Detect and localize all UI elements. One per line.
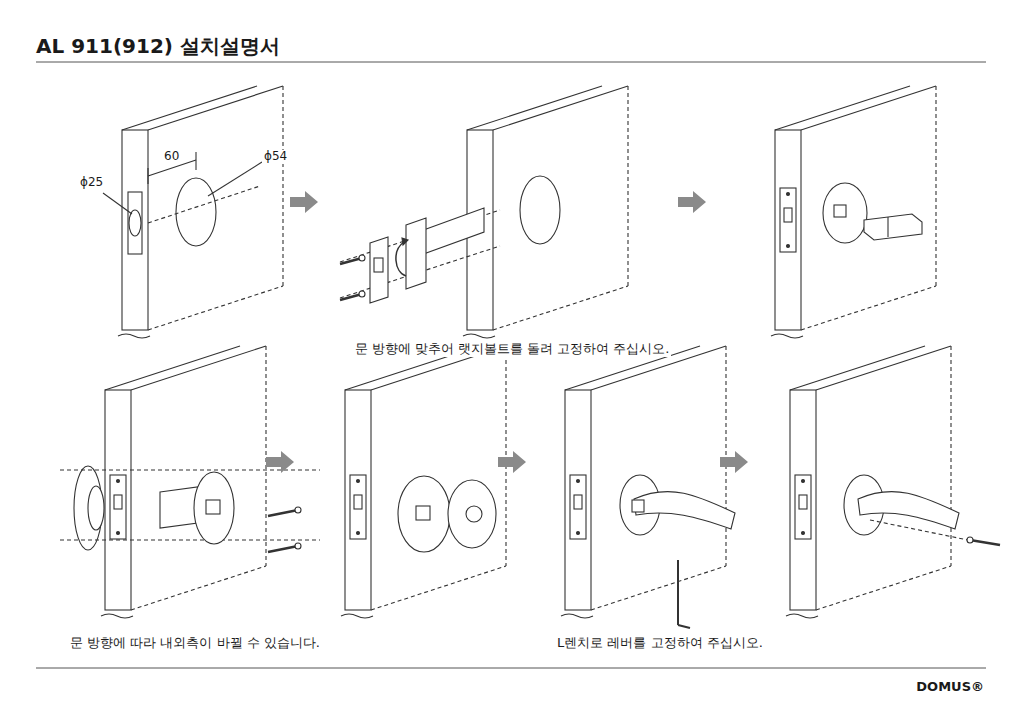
door-slab (60, 346, 320, 618)
dimension-label: ϕ25 (78, 176, 105, 190)
step-arrow (266, 451, 294, 473)
instruction-note: 문 방향에 따라 내외측이 바뀔 수 있습니다. (68, 636, 322, 651)
step-arrow (678, 191, 706, 213)
step-arrow (720, 451, 748, 473)
instruction-note: 문 방향에 맞추어 랫지볼트를 돌려 고정하여 주십시오. (353, 342, 672, 357)
door-slab (786, 346, 1000, 618)
footer-rule (36, 668, 986, 669)
step-arrow (498, 451, 526, 473)
step-arrow (290, 191, 318, 213)
dimension-label: ϕ54 (262, 150, 289, 164)
page-title: AL 911(912) 설치설명서 (36, 33, 280, 60)
door-slab (771, 86, 936, 338)
instruction-note: L렌치로 레버를 고정하여 주십시오. (555, 636, 765, 651)
door-slab (340, 86, 628, 338)
brand-logo: DOMUS® (914, 680, 986, 695)
header-rule (36, 62, 986, 63)
door-slab (341, 346, 506, 618)
door-slab (561, 346, 735, 628)
dimension-label: 60 (162, 150, 181, 164)
door-slab (103, 86, 283, 338)
